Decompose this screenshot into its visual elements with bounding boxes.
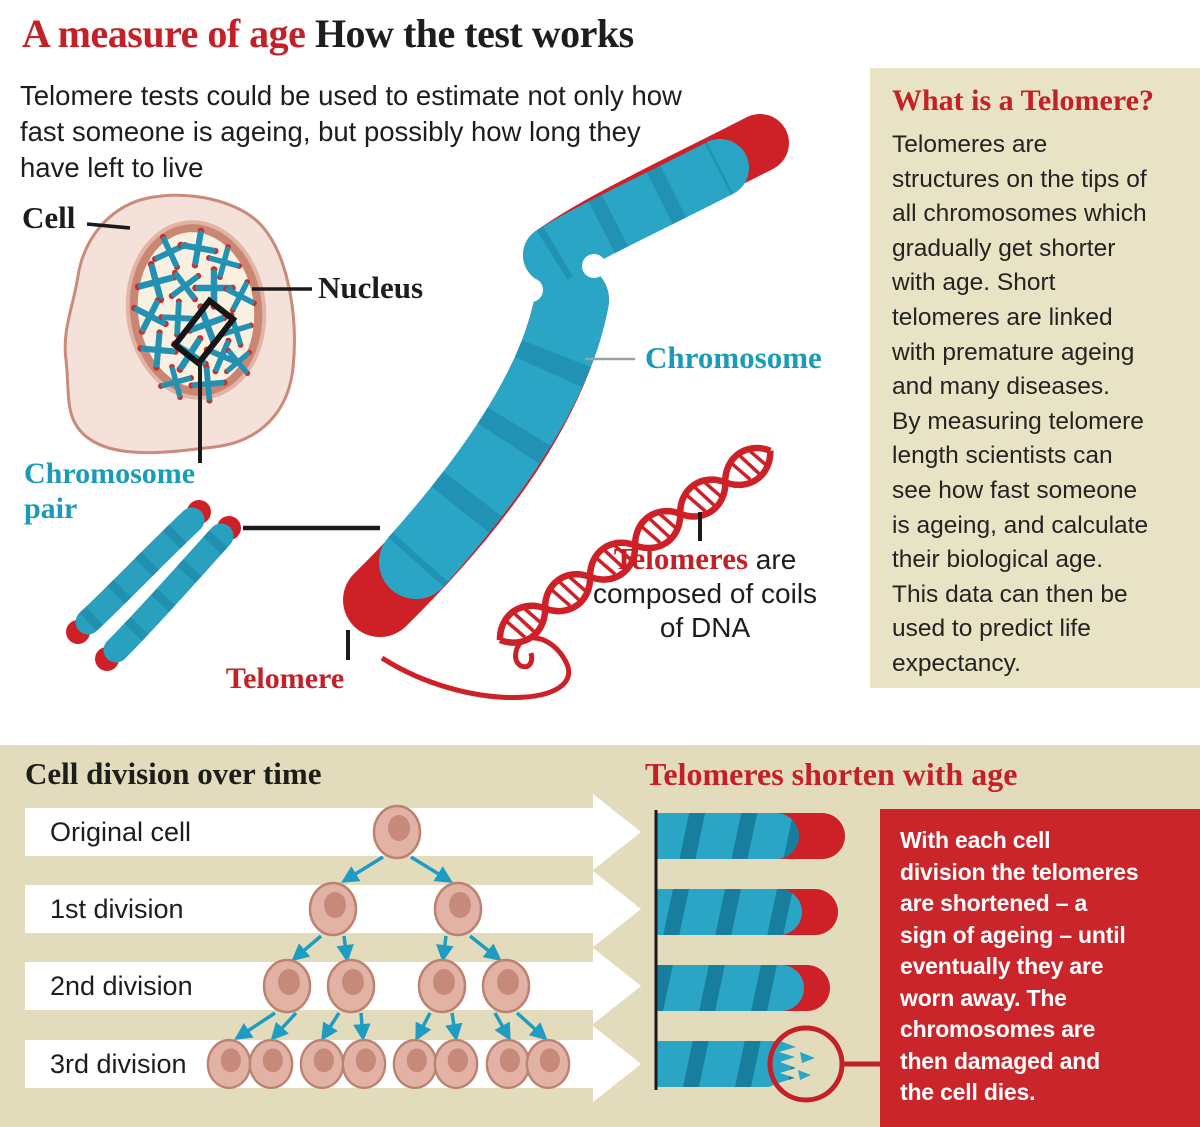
nucleus-label: Nucleus xyxy=(318,270,424,305)
intro-text: Telomere tests could be used to estimate… xyxy=(20,80,682,183)
chromosome-pair-highlight-box xyxy=(170,296,238,368)
page-title-red: A measure of age xyxy=(22,11,306,56)
telomere-note-box: With each cell division the telomeres ar… xyxy=(880,809,1200,1127)
chromosome-label: Chromosome xyxy=(645,340,822,375)
row-label-3rd-division: 3rd division xyxy=(50,1049,187,1079)
sidebar-body-text: Telomeres are structures on the tips of … xyxy=(892,131,1149,677)
cell-anatomy-diagram xyxy=(63,193,380,671)
page-title: A measure of age How the test works xyxy=(22,10,634,57)
cell-body xyxy=(63,193,296,455)
telomere-note-text: With each cell division the telomeres ar… xyxy=(900,827,1139,1105)
cell-pointer-line xyxy=(86,222,131,230)
row-label-original-cell: Original cell xyxy=(50,817,192,847)
dna-squiggle xyxy=(380,635,571,700)
telomere-label: Telomere xyxy=(225,662,345,695)
telomeres-note: Telomeres are composed of coils of DNA xyxy=(550,541,860,645)
sidebar-heading: What is a Telomere? xyxy=(892,84,1154,117)
telomeres-note-tail: are xyxy=(748,544,797,575)
telomeres-note-lead: Telomeres xyxy=(613,541,749,576)
nucleus-chromosomes xyxy=(130,226,257,404)
page-title-black: How the test works xyxy=(305,11,634,56)
telomere-aging-heading: Telomeres shorten with age xyxy=(645,756,1018,792)
nucleus-ring xyxy=(125,220,267,400)
cell-label: Cell xyxy=(22,200,76,235)
chromosome-pair-label: Chromosome pair xyxy=(24,457,196,525)
sidebar-panel: What is a Telomere? Telomeres are struct… xyxy=(870,68,1200,688)
cell-division-heading: Cell division over time xyxy=(25,756,322,791)
row-label-2nd-division: 2nd division xyxy=(50,971,193,1001)
row-label-1st-division: 1st division xyxy=(50,894,184,924)
nucleus-body xyxy=(129,224,263,396)
telomeres-note-rest: composed of coils of DNA xyxy=(592,578,818,643)
